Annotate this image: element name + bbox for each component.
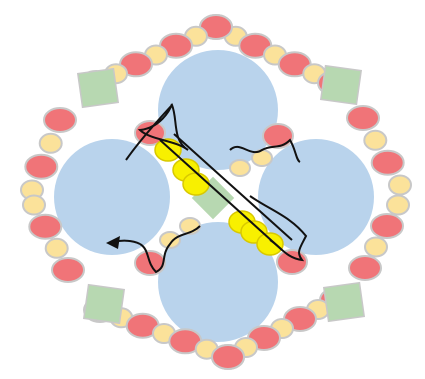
bead-ring-layer [20,14,412,370]
axle-line-1 [159,139,283,251]
ring-right-upper-bead [388,174,412,196]
ring-right-lower-bead [348,255,382,281]
ring-left-lower-bead [51,257,85,283]
ring-right-lower-bead [386,194,410,216]
ring-right-upper-bead [346,105,380,131]
lobe-top [158,50,278,170]
ring-left-lower-bead [22,194,46,216]
inner-yellow-bead-c [159,231,181,249]
highlight-bead-3 [182,172,210,196]
inner-red-bead-right-upper [262,123,294,149]
thread-right [249,195,308,262]
thread-top-right [229,138,301,163]
thread-top-left [125,103,189,161]
ring-right-lower-bead [370,213,404,239]
ring-bottom-left-bead [211,344,245,370]
thread-bottom-left [139,225,201,274]
ring-right-upper-bead [370,149,405,176]
corner-square-top-left [76,67,120,109]
ring-left-lower-bead [28,213,63,240]
ring-right-lower-bead [364,236,388,258]
highlight-bead-6 [256,232,284,256]
inner-yellow-bead-b [229,159,251,177]
corner-square-bottom-right [322,281,366,323]
lobe-layer [54,50,374,342]
ring-right-upper-bead [363,129,388,151]
lobe-left [54,139,170,255]
ring-left-upper-bead [43,107,77,133]
corner-square-bottom-left [82,283,126,325]
axle-line-2 [173,133,293,241]
corner-square-top-right [319,64,363,106]
inner-red-bead-right-lower [276,249,308,275]
ring-left-lower-bead [44,237,69,259]
lobe-bottom [158,222,278,342]
arrow-head [106,236,120,249]
thread-layer [106,103,308,274]
ring-left-upper-bead [38,132,63,154]
ring-left-upper-bead [24,153,59,180]
lobe-right [258,139,374,255]
